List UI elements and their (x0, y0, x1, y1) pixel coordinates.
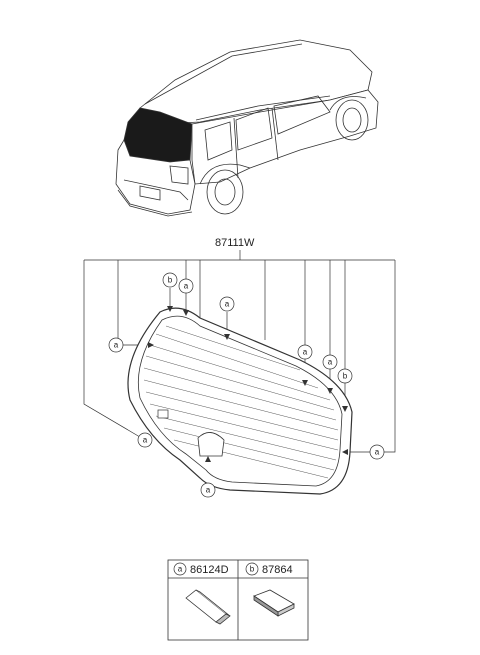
svg-text:a: a (225, 300, 230, 309)
callout-b-right: b (337, 368, 353, 384)
svg-text:b: b (168, 276, 173, 285)
callout-a-bottom: a (200, 482, 216, 498)
legend-part-number-a: 86124D (190, 564, 229, 576)
svg-text:a: a (303, 348, 308, 357)
callout-a-far-right: a (369, 444, 385, 460)
legend-item-a: a 86124D (173, 562, 229, 576)
svg-text:b: b (343, 372, 348, 381)
callout-a-right-1: a (297, 344, 313, 360)
legend-item-b: b 87864 (245, 562, 293, 576)
callout-a-top: a (178, 278, 194, 294)
svg-text:a: a (328, 358, 333, 367)
svg-text:a: a (178, 565, 183, 574)
svg-text:a: a (143, 436, 148, 445)
callout-b-top-left: b (162, 272, 178, 288)
part-86124d-drawing (185, 589, 231, 625)
legend-part-number-b: 87864 (262, 564, 293, 576)
legend-table: a 86124D b 87864 (167, 559, 309, 641)
svg-text:a: a (184, 282, 189, 291)
rear-glass-panel (127, 307, 353, 495)
callout-a-lower-left: a (137, 432, 153, 448)
svg-text:b: b (250, 565, 255, 574)
svg-text:a: a (375, 448, 380, 457)
callouts: a b a a a a b a (108, 272, 385, 498)
callout-a-right-2: a (322, 354, 338, 370)
svg-text:a: a (114, 341, 119, 350)
main-part-number: 87111W (215, 237, 255, 249)
callout-a-upper-mid: a (219, 296, 235, 312)
svg-text:a: a (206, 486, 211, 495)
part-87864-drawing (253, 589, 295, 617)
suv-illustration (115, 39, 379, 217)
callout-a-left: a (108, 337, 124, 353)
leader-arrows (148, 306, 348, 462)
